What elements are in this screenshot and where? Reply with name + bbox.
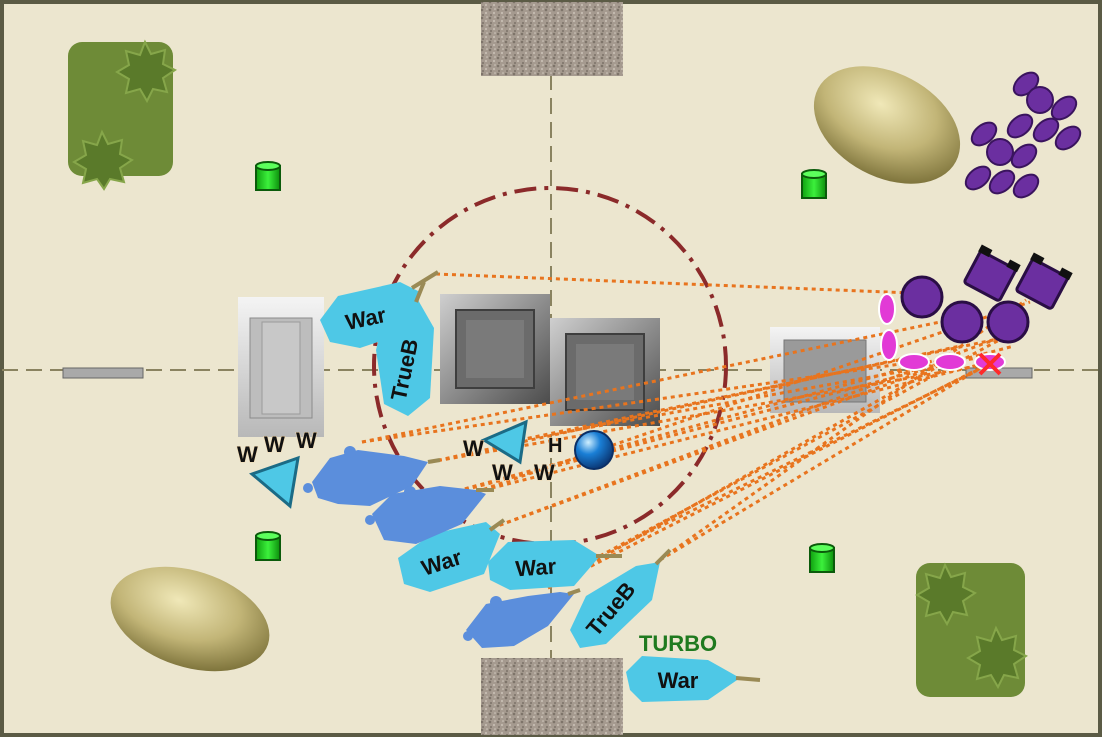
objective-4 xyxy=(809,543,835,573)
waypoint-triangle-left xyxy=(249,455,300,509)
waypoint-triangle-center xyxy=(480,419,528,465)
enemy-swarm xyxy=(964,71,1082,199)
objective-1 xyxy=(255,161,281,191)
unit-war-turbo: War xyxy=(626,656,761,702)
war-turbo-label: War xyxy=(658,668,699,693)
rock-top-right xyxy=(813,66,961,184)
w-marker-2: W xyxy=(264,432,285,457)
w-marker-3: W xyxy=(296,428,317,453)
unit-war-2: War xyxy=(398,518,506,592)
objective-3 xyxy=(255,531,281,561)
unit-trueb-2: TrueB xyxy=(570,548,672,648)
forest-bottom-right xyxy=(915,562,1028,697)
building-center-1 xyxy=(440,294,550,404)
w-marker-6: W xyxy=(534,460,555,485)
h-marker: H xyxy=(548,435,562,457)
unit-war-3: War xyxy=(488,540,622,590)
red-x-icon xyxy=(978,352,1002,376)
rubble-top xyxy=(481,2,623,76)
war-3-label: War xyxy=(515,554,558,582)
w-marker-5: W xyxy=(492,460,513,485)
objective-2 xyxy=(801,169,827,199)
building-center-2 xyxy=(550,318,660,426)
unit-trueb-1: TrueB xyxy=(376,281,434,416)
building-left xyxy=(238,297,324,437)
friendly-dark-units xyxy=(303,446,581,648)
turbo-label: TURBO xyxy=(639,631,717,656)
w-marker-1: W xyxy=(237,442,258,467)
w-marker-4: W xyxy=(463,436,484,461)
rubble-bottom xyxy=(481,658,623,735)
blue-sphere-icon xyxy=(574,430,614,470)
rock-bottom-left xyxy=(110,566,270,672)
forest-top-left xyxy=(68,39,177,191)
left-edge-marker xyxy=(62,367,144,379)
